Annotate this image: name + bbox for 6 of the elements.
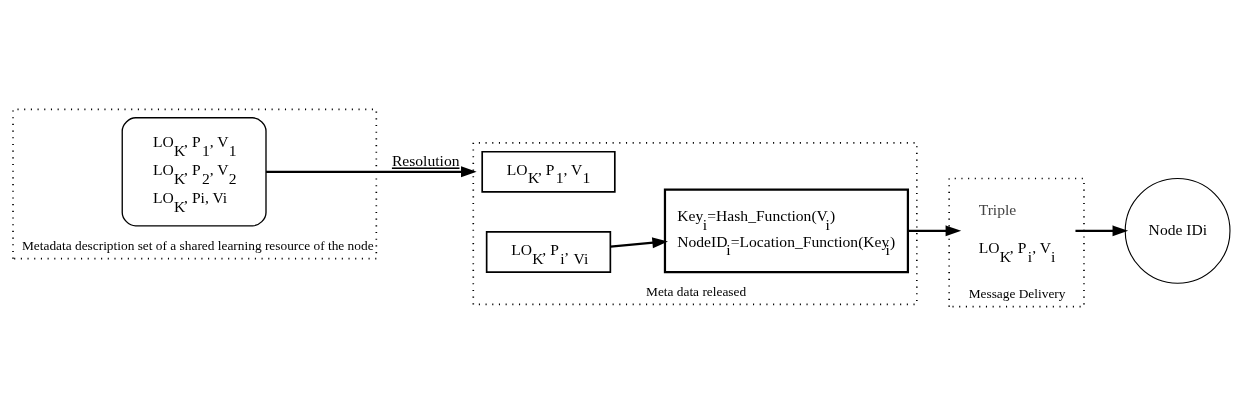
arrow (1075, 225, 1129, 237)
edge-label: Resolution (391, 152, 460, 170)
node-circle: Node IDi (1124, 177, 1231, 284)
arrow (610, 237, 668, 249)
arrow (908, 225, 962, 237)
arrow (266, 166, 477, 178)
